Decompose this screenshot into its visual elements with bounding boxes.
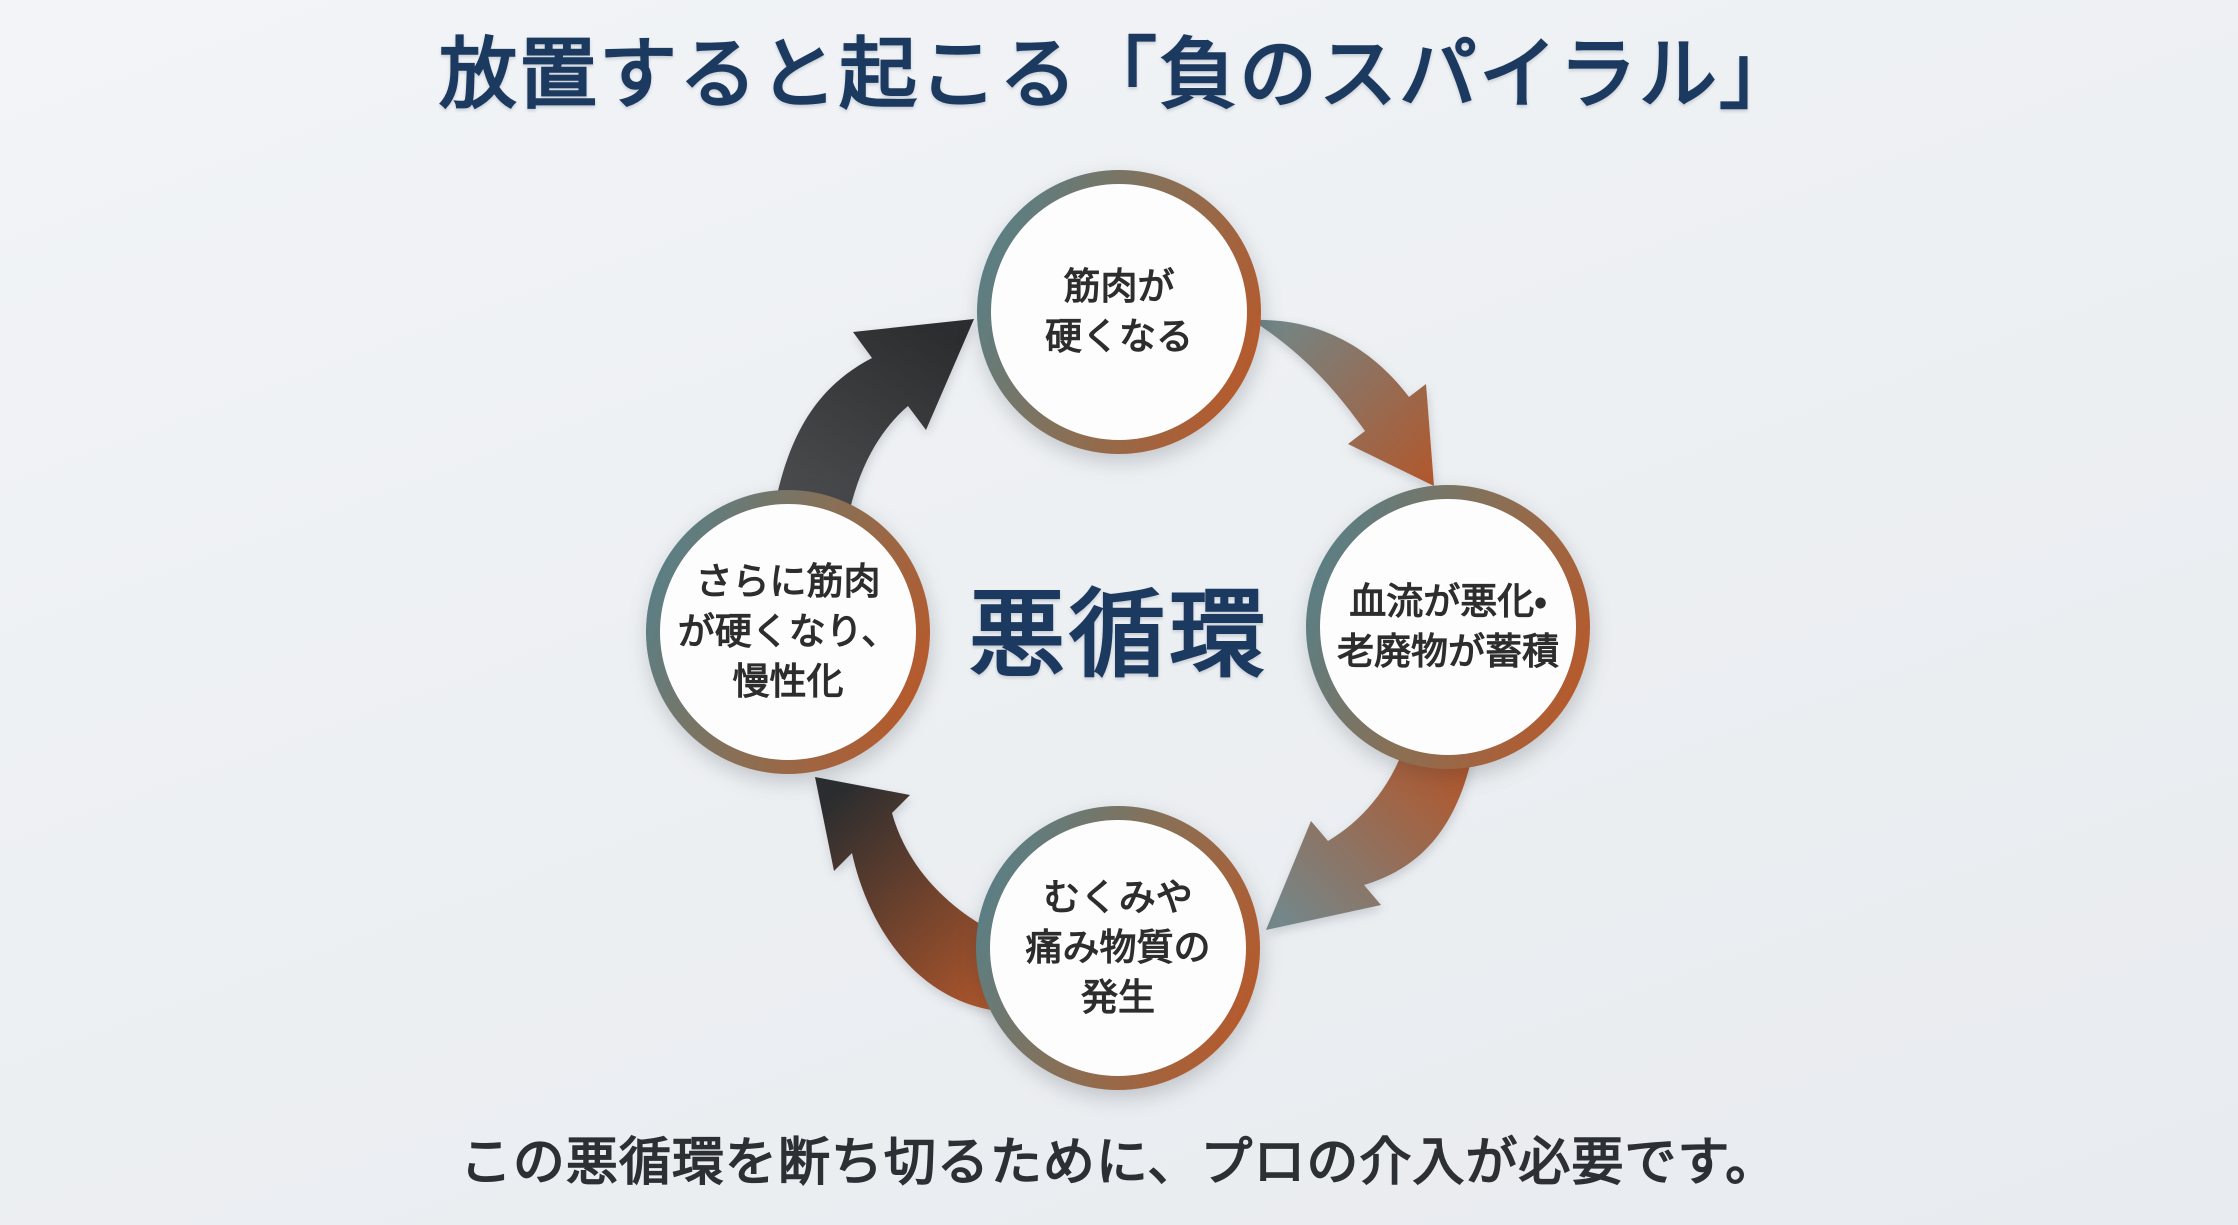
arrow-bottom-to-left-icon bbox=[815, 777, 1010, 1012]
arrow-top-to-right-icon bbox=[1252, 319, 1434, 486]
cycle-node-left-circle bbox=[646, 490, 930, 774]
center-label: 悪循環 bbox=[969, 581, 1269, 689]
arrow-right-to-bottom-icon bbox=[1266, 742, 1472, 930]
cycle-node-top-circle bbox=[977, 170, 1261, 454]
cycle-node-bottom-circle bbox=[976, 806, 1260, 1090]
arrow-left-to-top-icon bbox=[775, 319, 974, 535]
page-title: 放置すると起こる「負のスパイラル」 bbox=[438, 30, 1799, 118]
caption: この悪循環を断ち切るために、プロの介入が必要です。 bbox=[459, 1134, 1779, 1192]
cycle-node-right-circle bbox=[1306, 485, 1590, 769]
